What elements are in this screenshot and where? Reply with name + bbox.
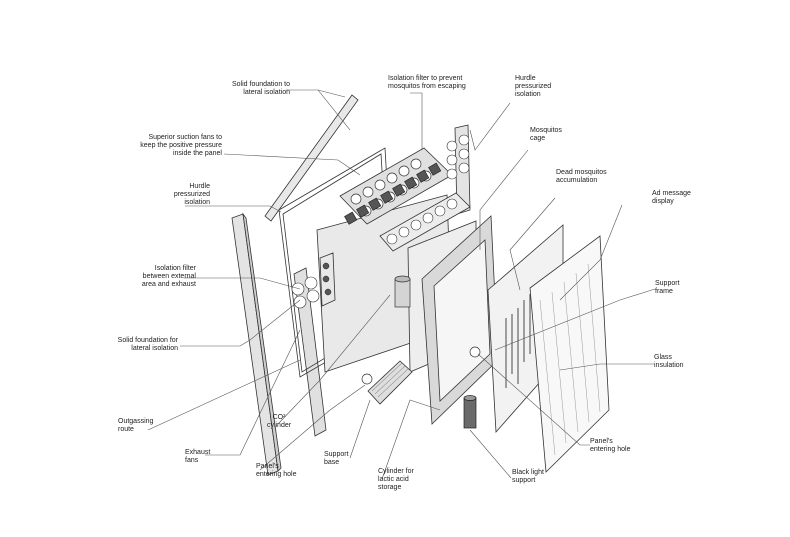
- label-mosquitos-cage: Mosquitos cage: [530, 127, 562, 143]
- label-isolation-filter-external: Isolation filter between external area a…: [141, 265, 196, 289]
- top-foundation-bar: [264, 94, 359, 222]
- label-outgassing-route: Outgassing route: [118, 418, 154, 434]
- lactic-cylinder-shape: [463, 395, 477, 429]
- isolation-filter-circles: [291, 276, 320, 309]
- label-co2-cylinder: CO² cylinder: [266, 414, 292, 430]
- label-hurdle-pressurized-top: Hurdle pressurized isolation: [515, 75, 552, 99]
- support-frame-inner: [433, 239, 491, 402]
- isolation-filter-row: [344, 162, 442, 225]
- label-dead-mosquitos: Dead mosquitos accumulation: [556, 169, 607, 185]
- label-exhaust-fans: Exhaust fans: [185, 449, 211, 465]
- leader-lines: [147, 89, 656, 480]
- entering-hole-right: [469, 346, 481, 358]
- label-panels-entering-hole-right: Panel's entering hole: [590, 438, 631, 454]
- label-panels-entering-hole-left: Panel's entering hole: [256, 463, 297, 479]
- entering-hole-left: [361, 373, 373, 385]
- label-solid-foundation-lateral: Solid foundation for lateral isolation: [117, 337, 178, 353]
- label-cylinder-lactic-acid: Cylinder for lactic acid storage: [378, 468, 414, 492]
- hurdle-fans: [446, 134, 470, 180]
- label-support-frame: Support frame: [655, 280, 680, 296]
- label-ad-message-display: Ad message display: [652, 190, 691, 206]
- ad-display-text: [505, 284, 541, 388]
- support-base-shape: [367, 360, 413, 405]
- label-isolation-filter-mosquitos: Isolation filter to prevent mosquitos fr…: [388, 75, 466, 91]
- label-hurdle-pressurized-left: Hurdle pressurized isolation: [173, 183, 210, 207]
- support-base-slats: [371, 362, 409, 398]
- label-solid-foundation-top: Solid foundation to lateral isolation: [232, 81, 290, 97]
- exhaust-fans: [322, 262, 332, 296]
- label-support-base: Support base: [324, 451, 349, 467]
- label-superior-suction-fans: Superior suction fans to keep the positi…: [140, 134, 222, 158]
- co2-cylinder-shape: [394, 275, 411, 308]
- mid-foundation-column: [293, 267, 327, 437]
- glass-insulation-panel: [529, 235, 610, 473]
- label-glass-insulation: Glass insulation: [654, 354, 684, 370]
- label-black-light-support: Black light support: [512, 469, 544, 485]
- left-foundation-column: [231, 213, 279, 476]
- glass-insulation-dots: [539, 263, 601, 456]
- lower-fans: [386, 198, 458, 245]
